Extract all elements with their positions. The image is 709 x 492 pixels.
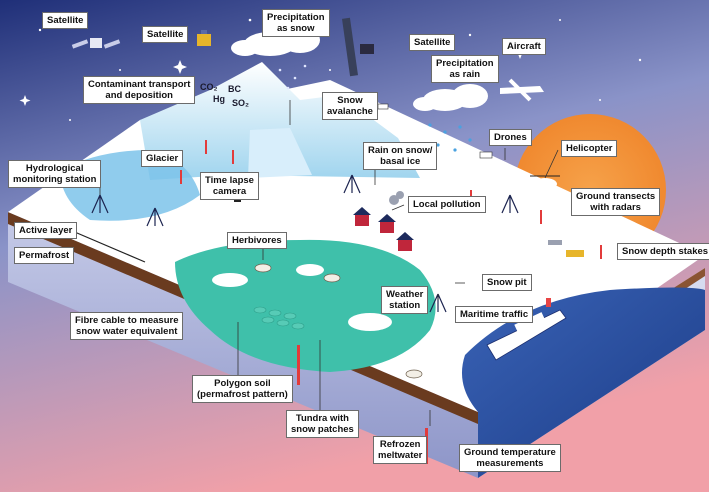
snow-patches	[212, 264, 392, 331]
satellite-icon	[342, 17, 374, 77]
label-hydrological-station: Hydrological monitoring station	[8, 160, 102, 188]
chem-bc: BC	[228, 84, 241, 94]
weather-station-icon	[91, 174, 519, 313]
label-glacier: Glacier	[141, 150, 184, 167]
label-maritime-traffic: Maritime traffic	[455, 306, 534, 323]
label-rain-on-snow: Rain on snow/ basal ice	[363, 142, 438, 170]
label-precipitation-rain: Precipitation as rain	[431, 55, 499, 83]
label-satellite: Satellite	[42, 12, 89, 29]
satellite-icon	[197, 30, 211, 46]
label-refrozen-meltwater: Refrozen meltwater	[373, 436, 428, 464]
chem-so2: SO₂	[232, 98, 250, 108]
label-weather-station: Weather station	[381, 286, 429, 314]
label-satellite: Satellite	[142, 26, 189, 43]
chem-co2: CO₂	[200, 82, 218, 92]
house-icon	[353, 207, 414, 251]
label-snow-avalanche: Snow avalanche	[322, 92, 378, 120]
fibre-cable	[69, 229, 146, 263]
label-herbivores: Herbivores	[227, 232, 287, 249]
label-helicopter: Helicopter	[561, 140, 618, 157]
satellite-icon	[71, 38, 121, 49]
tundra-area	[175, 239, 436, 372]
mountain	[140, 62, 420, 180]
label-snow-pit: Snow pit	[482, 274, 532, 291]
aircraft-icon	[500, 78, 544, 102]
stars	[19, 18, 642, 121]
label-contaminant-transport: Contaminant transport and deposition	[83, 76, 196, 104]
label-drones: Drones	[489, 129, 532, 146]
label-precipitation-snow: Precipitation as snow	[262, 9, 330, 37]
drone-icon	[377, 103, 493, 159]
label-ground-temperature: Ground temperature measurements	[459, 444, 561, 472]
rain-cloud-icon	[413, 84, 488, 111]
snowmobile-icon	[548, 240, 584, 257]
label-satellite: Satellite	[409, 34, 456, 51]
label-active-layer: Active layer	[14, 222, 78, 239]
polygon-soil-pattern	[253, 306, 305, 330]
snow-avalanche-area	[248, 128, 312, 178]
ship-icon	[486, 298, 567, 361]
label-tundra-snow-patches: Tundra with snow patches	[286, 410, 359, 438]
reindeer-icon	[254, 263, 423, 379]
chem-hg: Hg	[213, 94, 225, 104]
label-time-lapse-camera: Time lapse camera	[200, 172, 259, 200]
label-permafrost: Permafrost	[14, 247, 75, 264]
snowflakes	[278, 64, 307, 90]
label-local-pollution: Local pollution	[408, 196, 486, 213]
label-polygon-soil: Polygon soil (permafrost pattern)	[192, 375, 293, 403]
label-snow-depth-stakes: Snow depth stakes	[617, 243, 709, 260]
helicopter-icon	[517, 175, 560, 190]
label-ground-transects: Ground transects with radars	[571, 188, 661, 216]
label-fibre-cable: Fibre cable to measure snow water equiva…	[70, 312, 184, 340]
label-aircraft: Aircraft	[502, 38, 546, 55]
